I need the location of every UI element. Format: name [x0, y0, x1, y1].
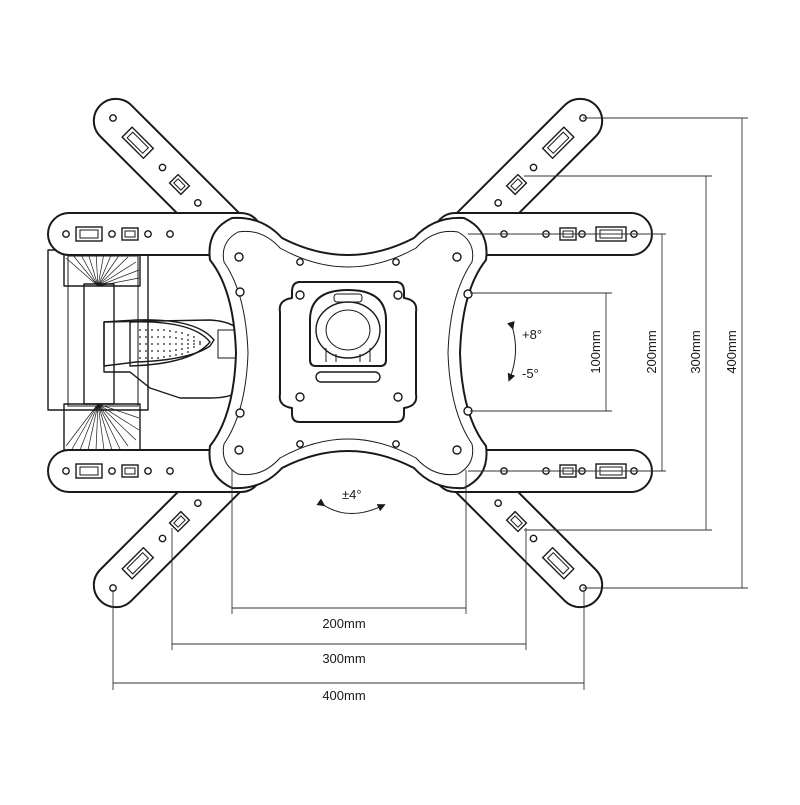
swivel-label: ±4° — [342, 487, 362, 502]
tilt-up-label: +8° — [522, 327, 542, 342]
bracket-mount-holes — [234, 252, 473, 455]
arm-grip-texture — [129, 321, 211, 367]
tilt-down-label: -5° — [522, 366, 539, 381]
tilt-slot — [315, 371, 381, 383]
dim-horizontal-400: 400mm — [322, 688, 365, 703]
swivel-rotation-arrow — [316, 498, 386, 515]
arm-horizontal-bottom-left — [47, 449, 263, 493]
dim-vertical-400: 400mm — [724, 330, 739, 373]
dim-vertical-100: 100mm — [588, 330, 603, 373]
wall-plate-bottom-hinge — [63, 403, 141, 451]
tilt-knob — [309, 289, 387, 367]
tilt-rotation-arrow — [507, 321, 516, 382]
dim-vertical-300: 300mm — [688, 330, 703, 373]
articulating-arm — [103, 319, 247, 399]
wall-plate-top-hinge — [63, 251, 141, 287]
tilt-plate — [278, 281, 418, 423]
dim-horizontal-200: 200mm — [322, 616, 365, 631]
horizontal-dimensions — [112, 470, 585, 690]
wall-plate — [47, 249, 149, 451]
dim-vertical-200: 200mm — [644, 330, 659, 373]
vertical-dimensions — [468, 117, 748, 589]
dim-horizontal-300: 300mm — [322, 651, 365, 666]
